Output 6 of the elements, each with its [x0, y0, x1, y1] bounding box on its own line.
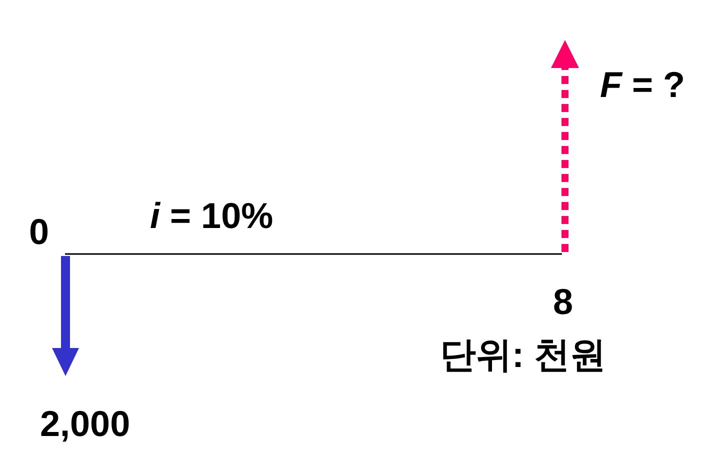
period-label: 8 — [553, 282, 574, 322]
equation-label: F = ? — [600, 65, 686, 105]
equation-label: i = 10% — [150, 196, 274, 236]
amount-label: 2,000 — [40, 404, 130, 444]
period-label: 0 — [29, 212, 50, 252]
unit-note: 단위: 천원 — [440, 335, 606, 375]
